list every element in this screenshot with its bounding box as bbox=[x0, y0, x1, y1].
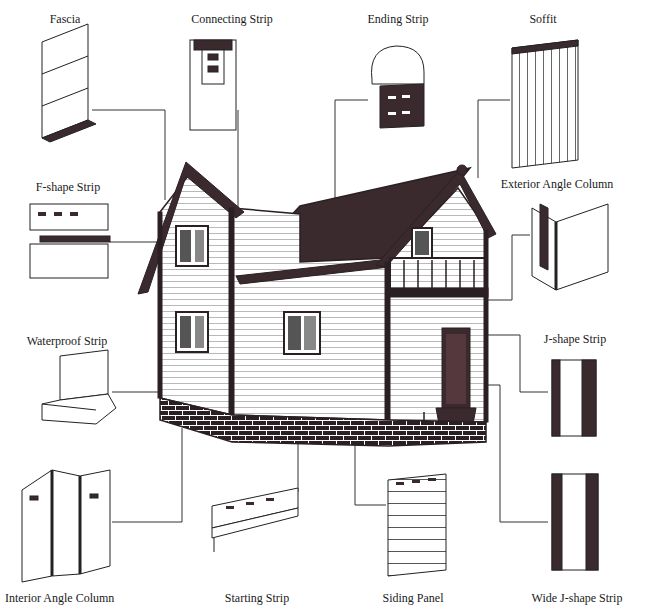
part-label: Ending Strip bbox=[365, 12, 430, 26]
part-label: Wide J-shape Strip bbox=[530, 591, 625, 605]
part-label: Soffit bbox=[527, 12, 558, 26]
part-label: Fascia bbox=[48, 12, 83, 26]
part-label: Exterior Angle Column bbox=[499, 177, 616, 191]
part-label: Starting Strip bbox=[223, 591, 291, 605]
house bbox=[138, 162, 496, 446]
part-icons bbox=[22, 24, 608, 582]
part-label: Interior Angle Column bbox=[3, 591, 116, 605]
part-label: J-shape Strip bbox=[542, 332, 608, 346]
part-label: Waterproof Strip bbox=[25, 334, 110, 348]
leader-lines bbox=[92, 100, 548, 522]
part-label: F-shape Strip bbox=[34, 180, 102, 194]
part-label: Connecting Strip bbox=[189, 12, 275, 26]
part-label: Siding Panel bbox=[380, 591, 445, 605]
